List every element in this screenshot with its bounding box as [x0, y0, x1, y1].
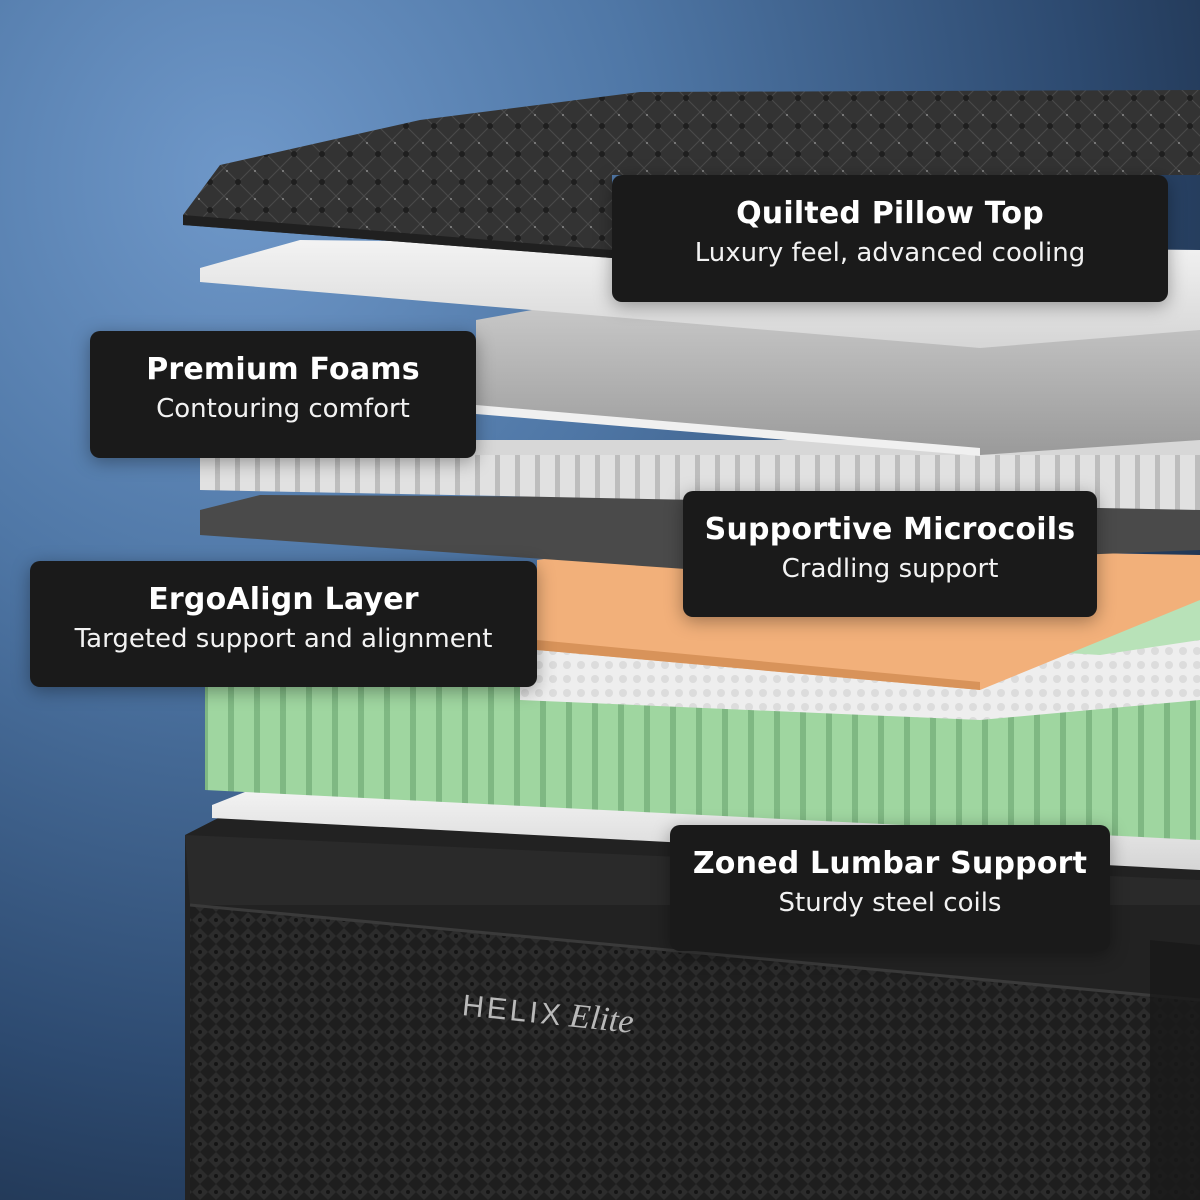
callout-subtitle: Contouring comfort	[156, 394, 410, 424]
callout-subtitle: Targeted support and alignment	[74, 624, 493, 654]
callout-title: Quilted Pillow Top	[736, 196, 1044, 231]
callout-subtitle: Cradling support	[781, 554, 999, 584]
pillow-top-layer	[183, 90, 1200, 258]
callout-subtitle: Luxury feel, advanced cooling	[694, 238, 1086, 268]
callout-zoned-lumbar-support: Zoned Lumbar Support Sturdy steel coils	[670, 825, 1110, 951]
callout-subtitle: Sturdy steel coils	[778, 888, 1002, 918]
callout-supportive-microcoils: Supportive Microcoils Cradling support	[683, 491, 1097, 617]
callout-premium-foams: Premium Foams Contouring comfort	[90, 331, 476, 458]
callout-ergoalign-layer: ErgoAlign Layer Targeted support and ali…	[30, 561, 537, 687]
logo-model: Elite	[567, 997, 636, 1041]
callout-title: Supportive Microcoils	[704, 512, 1076, 547]
callout-quilted-pillow-top: Quilted Pillow Top Luxury feel, advanced…	[612, 175, 1168, 302]
callout-title: Premium Foams	[146, 352, 420, 387]
callout-title: ErgoAlign Layer	[148, 582, 419, 617]
callout-title: Zoned Lumbar Support	[692, 846, 1088, 881]
